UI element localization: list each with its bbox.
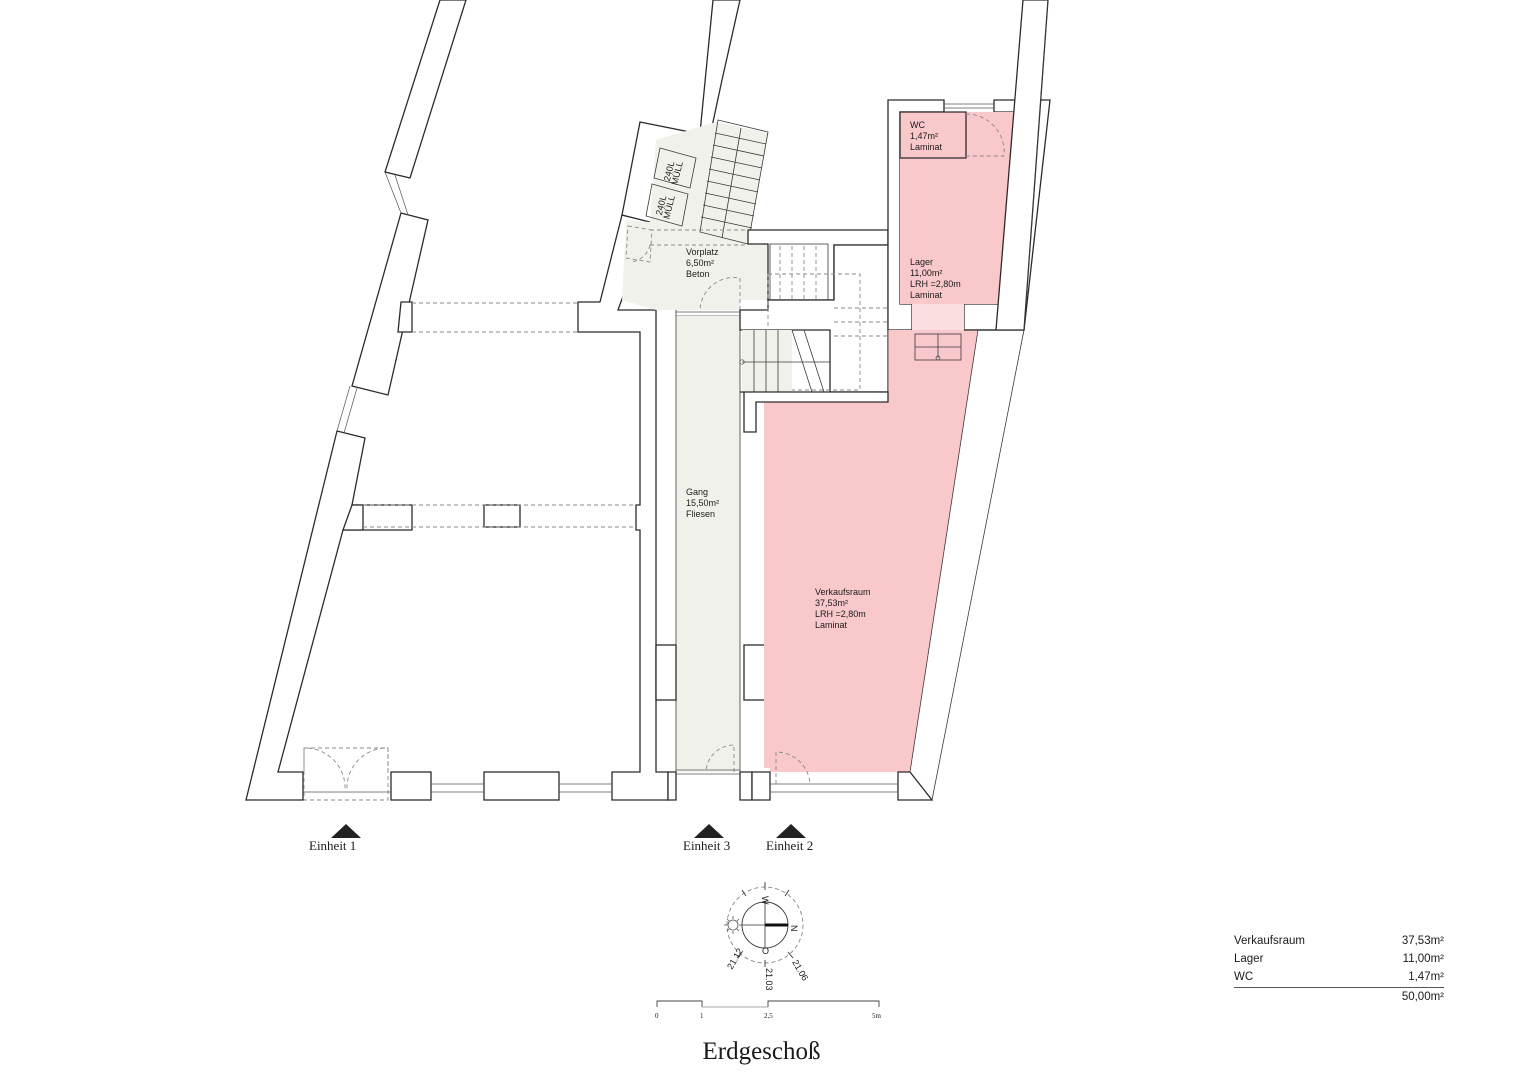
row-label: Lager <box>1234 953 1264 965</box>
svg-text:Laminat: Laminat <box>910 290 943 300</box>
entrance-arrow-icon <box>331 824 361 838</box>
divider <box>1234 987 1444 988</box>
svg-text:21.03: 21.03 <box>764 968 774 991</box>
svg-text:LRH =2,80m: LRH =2,80m <box>815 609 866 619</box>
svg-text:6,50m²: 6,50m² <box>686 258 714 268</box>
scale-tick: 1 <box>700 1012 704 1020</box>
room-label-vorplatz: Vorplatz 6,50m² Beton <box>686 247 719 279</box>
page-title: Erdgeschoß <box>702 1038 821 1065</box>
svg-text:37,53m²: 37,53m² <box>815 598 848 608</box>
bin-label: 240L <box>662 160 677 182</box>
compass-north: N <box>789 925 799 932</box>
svg-text:WC: WC <box>910 120 925 130</box>
svg-text:Gang: Gang <box>686 487 708 497</box>
stair-upper <box>699 119 769 245</box>
row-value: 1,47m² <box>1408 971 1444 983</box>
compass-icon: N W O 21.12 21.03 21.06 <box>724 882 810 991</box>
vorplatz-area: 240L MÜLL 240L MÜLL <box>621 0 769 317</box>
scale-bar: 0 1 2,5 5m <box>655 1000 882 1020</box>
svg-text:Vorplatz: Vorplatz <box>686 247 719 257</box>
entrance-arrow-icon <box>776 824 806 838</box>
svg-text:Fliesen: Fliesen <box>686 509 715 519</box>
right-unit <box>740 0 1051 801</box>
left-unit-walls <box>245 0 669 801</box>
room-label-gang: Gang 15,50m² Fliesen <box>686 487 719 519</box>
gang-corridor <box>655 310 767 801</box>
svg-text:15,50m²: 15,50m² <box>686 498 719 508</box>
entrance-label-einheit-2: Einheit 2 <box>766 838 814 853</box>
svg-text:11,00m²: 11,00m² <box>910 268 942 278</box>
total-value: 50,00m² <box>1401 991 1444 1003</box>
room-label-verkaufsraum: Verkaufsraum 37,53m² LRH =2,80m Laminat <box>815 587 871 630</box>
svg-text:1,47m²: 1,47m² <box>910 131 938 141</box>
compass-west: W <box>760 896 770 905</box>
table-row: Verkaufsraum 37,53m² <box>1234 932 1444 950</box>
svg-text:Lager: Lager <box>910 257 933 267</box>
compass-east: O <box>762 946 769 956</box>
table-row: WC 1,47m² <box>1234 968 1444 986</box>
svg-text:21.06: 21.06 <box>790 958 810 983</box>
svg-text:Beton: Beton <box>686 269 710 279</box>
scale-tick: 2,5 <box>764 1012 773 1020</box>
row-value: 37,53m² <box>1401 935 1444 947</box>
entrance-label-einheit-3: Einheit 3 <box>683 838 731 853</box>
svg-text:Laminat: Laminat <box>910 142 943 152</box>
svg-text:LRH =2,80m: LRH =2,80m <box>910 279 961 289</box>
row-value: 11,00m² <box>1402 953 1444 965</box>
room-fill-verkaufsraum <box>756 330 978 772</box>
stair-block <box>739 229 889 393</box>
sun-icon <box>724 916 742 934</box>
scale-tick: 5m <box>872 1012 882 1020</box>
table-total-row: 50,00m² <box>1234 988 1444 1006</box>
svg-text:Verkaufsraum: Verkaufsraum <box>815 587 871 597</box>
bin-label: 240L <box>654 194 669 216</box>
room-label-lager: Lager 11,00m² LRH =2,80m Laminat <box>910 257 961 300</box>
svg-text:21.12: 21.12 <box>725 946 745 971</box>
row-label: WC <box>1234 971 1254 983</box>
row-label: Verkaufsraum <box>1234 935 1305 947</box>
entrance-arrow-icon <box>694 824 724 838</box>
svg-text:Laminat: Laminat <box>815 620 848 630</box>
area-summary-table: Verkaufsraum 37,53m² Lager 11,00m² WC 1,… <box>1234 932 1444 1006</box>
entrance-label-einheit-1: Einheit 1 <box>309 838 357 853</box>
table-row: Lager 11,00m² <box>1234 950 1444 968</box>
room-label-wc: WC 1,47m² Laminat <box>910 120 943 152</box>
scale-tick: 0 <box>655 1012 659 1020</box>
